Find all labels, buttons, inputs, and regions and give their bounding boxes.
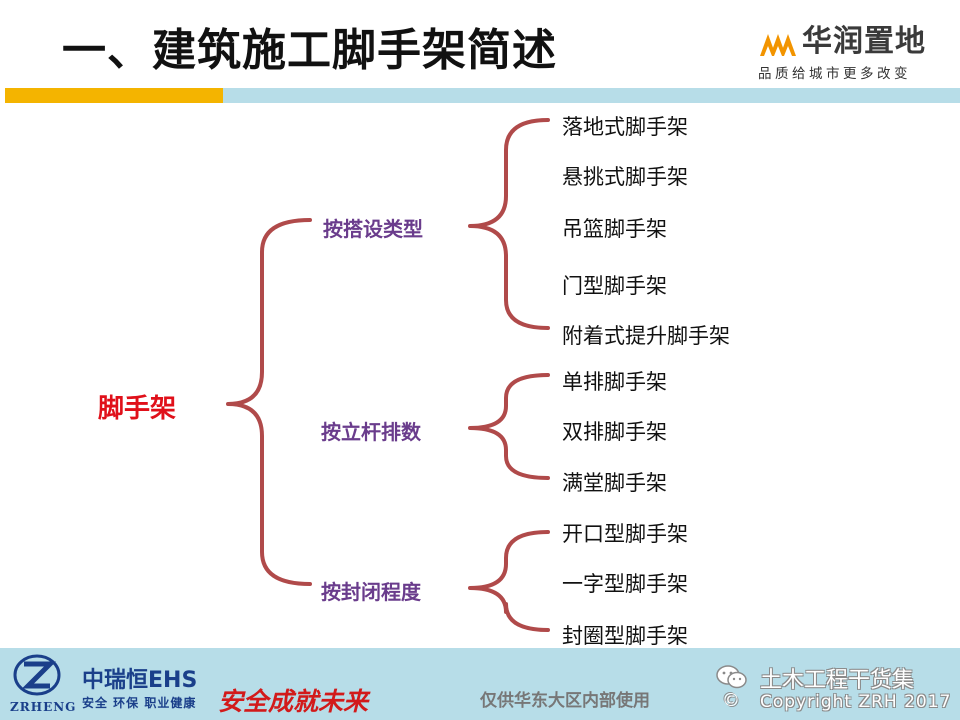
copyright-symbol: © xyxy=(722,690,740,711)
leaf-item: 单排脚手架 xyxy=(562,370,667,394)
header-accent-bar xyxy=(5,88,223,103)
slide-title: 一、建筑施工脚手架简述 xyxy=(62,25,557,76)
zrheng-logo-icon xyxy=(13,654,61,696)
logo-slogan: 品质给城市更多改变 xyxy=(758,66,911,82)
category-label: 按搭设类型 xyxy=(323,217,423,241)
category-label: 按立杆排数 xyxy=(321,420,421,444)
footer-band: ZRHENG 中瑞恒EHS 安全 环保 职业健康 安全成就未来 仅供华东大区内部… xyxy=(0,648,960,720)
zrheng-logo-text: ZRHENG xyxy=(10,700,77,714)
wechat-icon xyxy=(716,665,747,689)
ehs-brand-name: 中瑞恒EHS xyxy=(82,668,198,693)
leaf-item: 封圈型脚手架 xyxy=(562,624,688,648)
leaf-item: 附着式提升脚手架 xyxy=(562,324,730,348)
copyright-text: Copyright ZRH 2017 xyxy=(760,692,952,712)
category-1-bracket xyxy=(468,118,550,330)
leaf-item: 一字型脚手架 xyxy=(562,572,688,596)
leaf-item: 落地式脚手架 xyxy=(562,115,688,139)
safety-motto: 安全成就未来 xyxy=(218,687,369,716)
logo-name: 华润置地 xyxy=(802,24,926,59)
cr-land-logo-mark-icon xyxy=(758,20,798,60)
leaf-item: 满堂脚手架 xyxy=(562,471,667,495)
tree-root-label: 脚手架 xyxy=(98,394,177,424)
leaf-item: 门型脚手架 xyxy=(562,274,667,298)
leaf-item: 吊篮脚手架 xyxy=(562,217,667,241)
header-band xyxy=(223,88,960,103)
category-2-bracket xyxy=(468,373,550,480)
ehs-brand-subtitle: 安全 环保 职业健康 xyxy=(82,696,197,710)
leaf-item: 悬挑式脚手架 xyxy=(562,165,688,189)
company-logo: 华润置地 品质给城市更多改变 xyxy=(758,14,954,82)
leaf-item: 双排脚手架 xyxy=(562,420,667,444)
category-3-bracket xyxy=(468,530,550,632)
internal-use-note: 仅供华东大区内部使用 xyxy=(480,691,650,711)
category-label: 按封闭程度 xyxy=(321,580,421,604)
leaf-item: 开口型脚手架 xyxy=(562,522,688,546)
wechat-account-name: 土木工程干货集 xyxy=(760,668,915,693)
root-bracket xyxy=(226,218,312,586)
